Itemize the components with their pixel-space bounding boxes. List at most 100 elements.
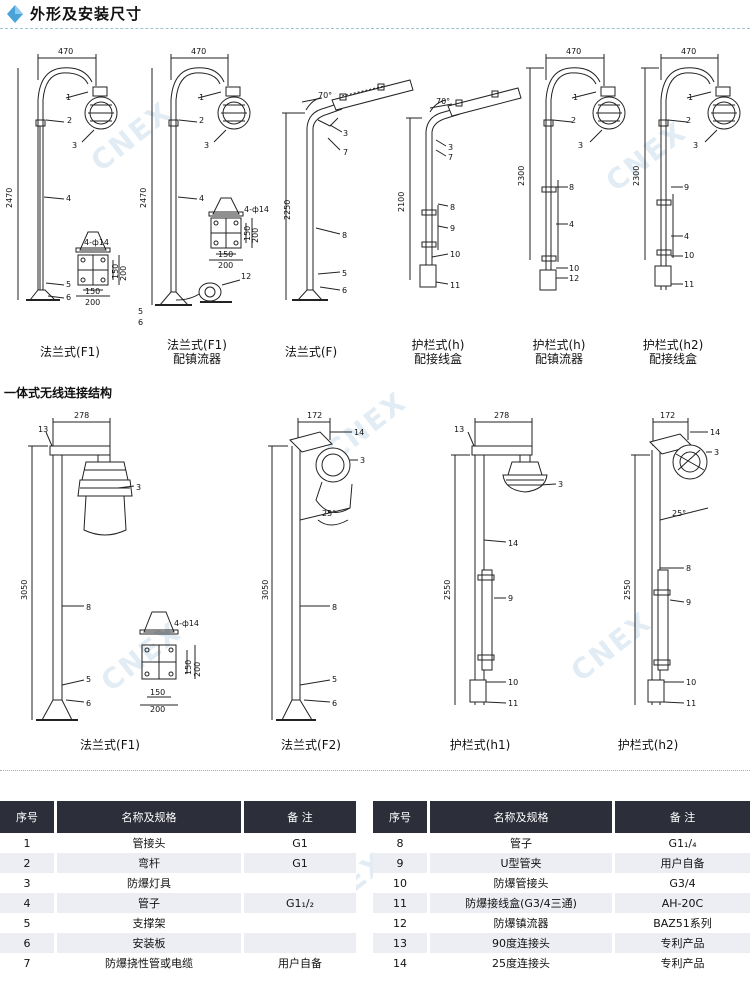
dim-a: 150 [243, 226, 252, 241]
cell-name: 25度连接头 [428, 953, 615, 973]
svg-text:8: 8 [342, 231, 347, 240]
dim-height: 2550 [623, 580, 632, 600]
cell-name: 安装板 [55, 933, 244, 953]
dim-a: 150 [111, 264, 120, 279]
svg-text:8: 8 [450, 203, 455, 212]
svg-text:6: 6 [138, 318, 143, 327]
dim-width: 470 [681, 47, 696, 56]
cell-name: 管子 [55, 893, 244, 913]
svg-text:5: 5 [332, 675, 337, 684]
svg-text:9: 9 [686, 598, 691, 607]
dim-angle: 70° [436, 97, 450, 106]
svg-text:6: 6 [332, 699, 337, 708]
drawing-h-junction [406, 87, 522, 288]
cell-name: 90度连接头 [428, 933, 615, 953]
cell-name: 防爆接线盒(G3/4三通) [428, 893, 615, 913]
dim-angle: 25° [672, 509, 686, 518]
svg-text:3: 3 [136, 483, 141, 492]
svg-text:1: 1 [66, 93, 71, 102]
drawing-f1 [17, 54, 120, 301]
svg-text:10: 10 [508, 678, 518, 687]
title-divider [0, 28, 750, 29]
dim-a: 150 [85, 287, 100, 296]
svg-text:5: 5 [138, 307, 143, 316]
diagram-caption: 护栏式(h2) [617, 738, 679, 752]
svg-text:5: 5 [342, 269, 347, 278]
dim-width: 470 [566, 47, 581, 56]
svg-text:1: 1 [199, 93, 204, 102]
svg-text:5: 5 [86, 675, 91, 684]
svg-text:2: 2 [67, 116, 72, 125]
svg-text:8: 8 [686, 564, 691, 573]
dim-b: 200 [218, 261, 233, 270]
section-divider [0, 770, 750, 771]
svg-text:7: 7 [448, 153, 453, 162]
svg-text:11: 11 [450, 281, 460, 290]
svg-text:11: 11 [508, 699, 518, 708]
dim-b: 200 [85, 298, 100, 307]
diagram-caption: 法兰式(F) [284, 345, 338, 359]
svg-text:4: 4 [199, 194, 204, 203]
col-name: 名称及规格 [428, 801, 615, 833]
svg-text:10: 10 [684, 251, 694, 260]
drawing-integrated-h1 [451, 418, 557, 705]
diagram-caption: 法兰式(F1) [80, 738, 140, 752]
diamond-icon [7, 5, 23, 23]
svg-text:2: 2 [686, 116, 691, 125]
svg-text:3: 3 [693, 141, 698, 150]
svg-text:10: 10 [686, 678, 696, 687]
dim-a: 150 [184, 660, 193, 675]
diagram-caption: 法兰式(F2) [281, 738, 341, 752]
svg-text:8: 8 [569, 183, 574, 192]
dim-width: 470 [58, 47, 73, 56]
dim-height: 3050 [20, 580, 29, 600]
cell-index: 1 [0, 833, 57, 853]
svg-text:6: 6 [342, 286, 347, 295]
dim-hole: 4-ф14 [244, 205, 269, 214]
dim-a: 150 [150, 688, 165, 697]
cell-name: 防爆灯具 [55, 873, 244, 893]
svg-text:1: 1 [688, 93, 693, 102]
cell-note [242, 873, 356, 893]
svg-text:4: 4 [569, 220, 574, 229]
svg-text:3: 3 [204, 141, 209, 150]
cell-name: U型管夹 [428, 853, 615, 873]
svg-text:8: 8 [86, 603, 91, 612]
svg-text:13: 13 [38, 425, 48, 434]
svg-text:7: 7 [343, 148, 348, 157]
svg-text:4: 4 [684, 232, 689, 241]
col-note: 备 注 [613, 801, 750, 833]
cell-note: 专利产品 [613, 933, 750, 953]
cell-note: AH-20C [613, 893, 750, 913]
cell-name: 防爆挠性管或电缆 [55, 953, 244, 973]
drawing-integrated-h2 [631, 418, 712, 705]
svg-text:8: 8 [332, 603, 337, 612]
svg-text:2: 2 [199, 116, 204, 125]
cell-index: 5 [0, 913, 57, 933]
dim-width: 278 [74, 411, 89, 420]
cell-index: 7 [0, 953, 57, 973]
svg-text:1: 1 [573, 93, 578, 102]
dim-hole: 4-ф14 [174, 619, 199, 628]
cell-note: BAZ51系列 [613, 913, 750, 933]
svg-text:5: 5 [66, 280, 71, 289]
svg-text:3: 3 [448, 143, 453, 152]
drawing-h2-junction [641, 54, 741, 290]
section-title: 外形及安装尺寸 [30, 5, 143, 23]
drawing-f1-ballast [151, 54, 253, 306]
diagram-caption: 法兰式(F1)配镇流器 [167, 338, 227, 366]
dim-height: 3050 [261, 580, 270, 600]
cell-note [242, 933, 356, 953]
cell-name: 管子 [428, 833, 615, 853]
cell-note: G1 [242, 853, 356, 873]
cell-name: 管接头 [55, 833, 244, 853]
